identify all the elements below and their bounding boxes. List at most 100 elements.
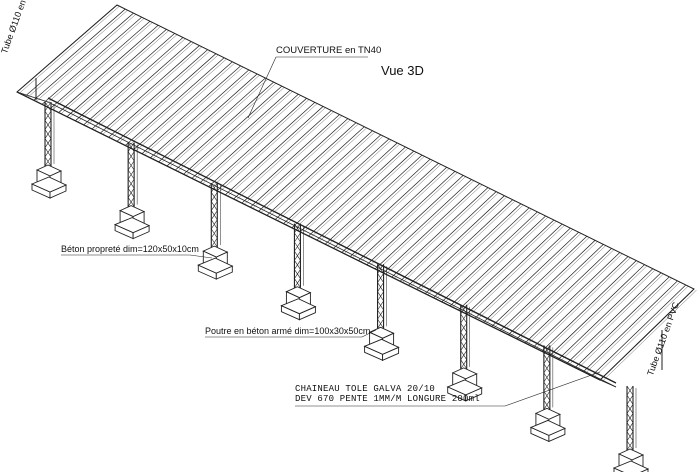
roof-rib xyxy=(291,138,390,229)
roof-rib xyxy=(574,276,670,368)
roof-rib xyxy=(224,106,324,196)
roof-rib xyxy=(358,171,456,261)
roof-rib xyxy=(75,33,175,122)
roof-rib-shadow xyxy=(552,265,648,357)
roof-rib xyxy=(324,154,423,245)
roof-rib xyxy=(408,195,505,286)
column-lacing xyxy=(44,156,52,167)
column-lacing xyxy=(211,182,218,193)
roof-rib-shadow xyxy=(119,54,219,143)
roof-rib-shadow xyxy=(602,290,697,382)
column-lacing xyxy=(377,300,384,311)
column-lacing xyxy=(127,197,135,207)
roof-rib-shadow xyxy=(110,50,211,139)
roof-rib xyxy=(41,16,142,105)
column-lacing xyxy=(460,359,467,370)
roof-rib-shadow xyxy=(593,286,689,378)
chaineau-label-line2: DEV 670 PENTE 1MM/M LONGURE 200ml xyxy=(295,394,480,404)
column-lacing xyxy=(543,345,551,355)
roof-rib-shadow xyxy=(302,144,400,234)
roof-rib-shadow xyxy=(235,111,334,201)
roof-rib xyxy=(199,93,299,183)
roof-rib-shadow xyxy=(52,22,153,110)
roof-rib-shadow xyxy=(177,83,277,172)
roof-rib xyxy=(533,256,629,348)
roof-rib-shadow xyxy=(327,156,425,246)
column-lacing xyxy=(377,273,384,283)
column-lacing xyxy=(127,188,135,198)
roof-rib-shadow xyxy=(494,237,590,328)
roof-rib-shadow xyxy=(244,115,343,205)
roof-rib xyxy=(566,272,662,364)
column-lacing xyxy=(44,120,52,130)
roof-rib-shadow xyxy=(444,212,540,304)
column xyxy=(280,223,317,321)
roof-rib-shadow xyxy=(169,79,268,168)
column-lacing xyxy=(460,322,467,333)
roof-rib xyxy=(508,244,604,335)
roof-rib xyxy=(341,162,439,253)
column-lacing xyxy=(294,241,301,252)
roof-rib-shadow xyxy=(127,58,227,147)
roof-rib xyxy=(466,223,563,315)
roof-rib-shadow xyxy=(152,70,252,160)
roof-rib xyxy=(100,45,200,134)
roof-rib xyxy=(591,284,687,377)
column-lacing xyxy=(127,160,135,171)
roof-rib-shadow xyxy=(460,221,557,312)
column-lacing xyxy=(211,219,218,230)
roof-rib-shadow xyxy=(85,38,186,127)
roof-rib-shadow xyxy=(260,123,359,213)
column-lacing xyxy=(460,304,467,315)
roof-rib xyxy=(383,183,480,274)
roof-rib xyxy=(158,73,258,163)
poutre-label: Poutre en béton armé dim=100x30x50cm xyxy=(205,326,371,336)
gutter-end-left xyxy=(16,91,49,103)
column-lacing xyxy=(127,142,135,152)
roof-rib xyxy=(150,69,250,159)
roof-rib xyxy=(366,175,464,266)
column xyxy=(363,264,400,361)
footing-top xyxy=(113,217,151,234)
roof-rib xyxy=(50,20,151,109)
roof-rib-shadow xyxy=(210,99,310,188)
column-lacing xyxy=(626,422,634,432)
footing-top xyxy=(280,298,317,315)
roof-rib-shadow xyxy=(69,30,169,119)
roof-rib xyxy=(116,53,217,142)
roof-rib-shadow xyxy=(319,152,417,242)
roof-rib-shadow xyxy=(402,192,499,283)
roof-rib-shadow xyxy=(294,139,392,230)
roof-rib-shadow xyxy=(27,10,128,98)
roof-rib-shadow xyxy=(219,103,318,193)
roof-rib xyxy=(133,61,233,150)
roof-rib xyxy=(499,240,596,331)
roof-rib xyxy=(374,179,472,270)
roof-rib xyxy=(249,118,349,208)
roof-rib-shadow xyxy=(352,168,450,258)
couverture-label: COUVERTURE en TN40 xyxy=(276,45,382,56)
roof-rib-shadow xyxy=(485,233,582,324)
roof-rib-shadow xyxy=(560,269,656,361)
column xyxy=(612,385,650,472)
footing-top xyxy=(363,338,400,355)
view-title: Vue 3D xyxy=(381,63,424,78)
roof-rib xyxy=(66,29,167,117)
chaineau-leader xyxy=(504,371,601,407)
roof-rib-shadow xyxy=(427,204,524,295)
column-lacing xyxy=(211,201,218,211)
column-lacing xyxy=(543,372,551,383)
roof-rib-shadow xyxy=(344,164,441,254)
roof-rib-shadow xyxy=(477,229,573,320)
roof-rib xyxy=(449,215,546,307)
roof-rib xyxy=(283,134,382,224)
roof-rib xyxy=(316,150,414,241)
column-lacing xyxy=(543,363,551,374)
column-lacing xyxy=(294,269,301,279)
column-lacing xyxy=(211,228,218,239)
roof-rib-shadow xyxy=(385,184,483,275)
roof-rib xyxy=(458,219,555,311)
column-lacing xyxy=(626,394,634,405)
